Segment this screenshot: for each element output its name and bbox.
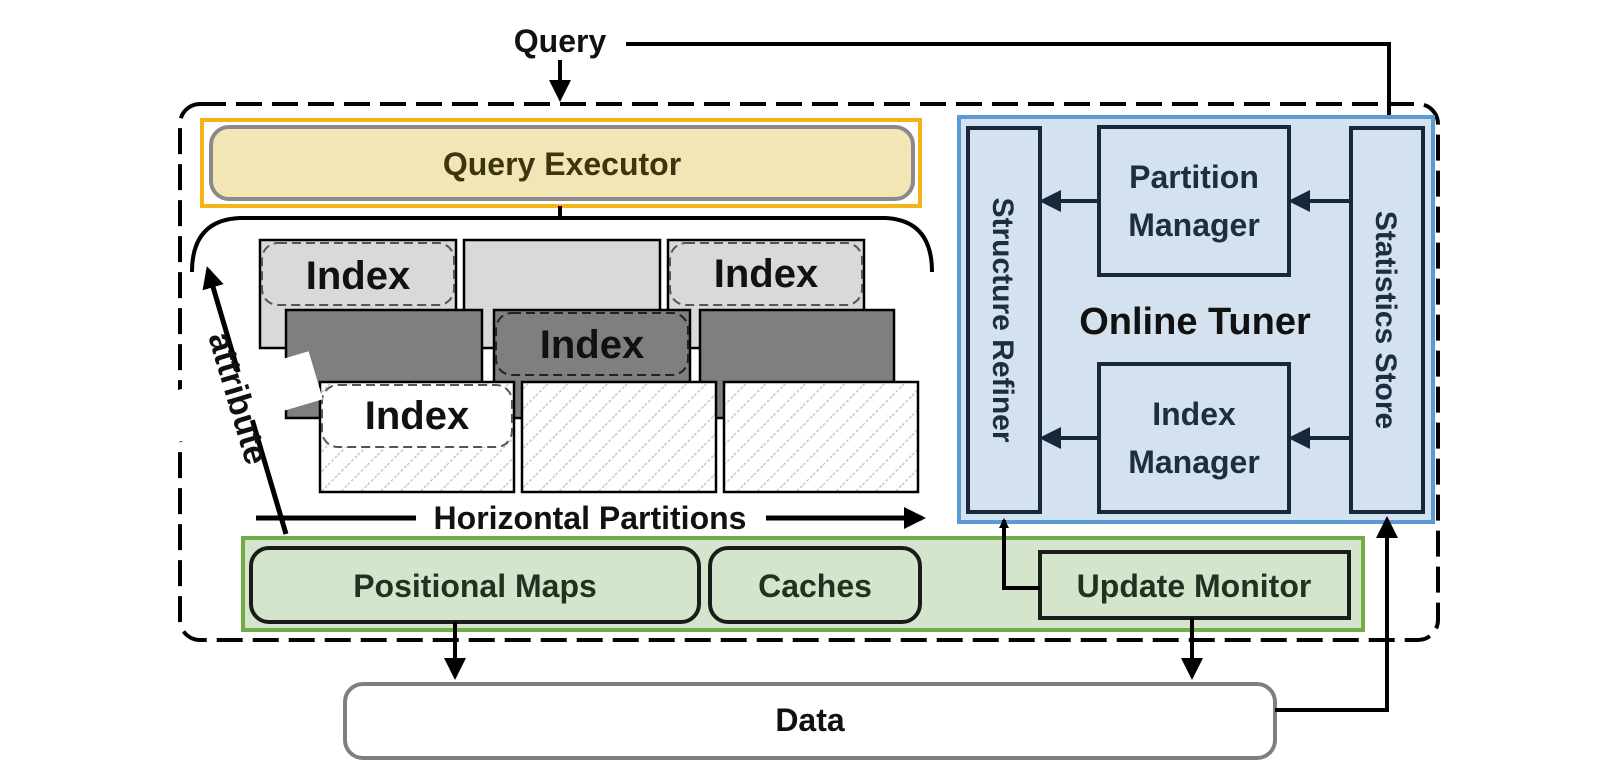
index-label-r1-c1: Index [306,254,410,298]
attribute-label-bg [155,351,323,445]
index-manager-box [1097,362,1291,514]
update-monitor-box [1038,550,1351,620]
caches-box [708,546,922,624]
horizontal-partitions-label: Horizontal Partitions [434,500,747,536]
positional-maps-box [249,546,701,624]
update-monitor-label: Update Monitor [1077,568,1312,604]
index-box-r1-c3 [669,242,863,306]
partition-r3-c3 [722,380,920,494]
index-label-r1-c3: Index [714,252,818,296]
index-manager-label-line2: Manager [1128,444,1260,480]
caches-label: Caches [758,568,872,604]
positional-maps-label: Positional Maps [353,568,597,604]
update-monitor-to-refiner-arrow [999,518,1040,590]
index-label-r2-c2: Index [540,323,644,367]
statistics-store-label: Statistics Store [1369,211,1402,429]
query-executor-box [209,125,915,201]
query-to-statistics-line [626,42,1391,126]
index-manager-label-line1: Index [1152,396,1236,432]
index-box-r3-c1 [321,384,513,448]
data-to-statistics-arrow [1275,516,1398,712]
structure-refiner-label: Structure Refiner [986,197,1019,442]
partition-manager-label-line2: Manager [1128,207,1260,243]
index-label-r3-c1: Index [365,394,469,438]
query-label: Query [514,23,607,59]
structure-refiner-box [966,126,1042,514]
data-label: Data [775,702,845,738]
system-boundary [178,102,1440,642]
executor-brace [190,216,934,273]
query-executor-label: Query Executor [443,146,681,182]
online-tuner-label: Online Tuner [1079,301,1311,343]
statistics-store-box [1349,126,1425,514]
horizontal-partitions-label-bg [416,500,766,536]
partition-manager-label-line1: Partition [1129,159,1259,195]
partition-r3-c2 [520,380,718,494]
index-box-r2-c2 [495,312,689,376]
data-box [343,682,1277,760]
partition-manager-box [1097,125,1291,277]
index-box-r1-c1 [261,242,455,306]
